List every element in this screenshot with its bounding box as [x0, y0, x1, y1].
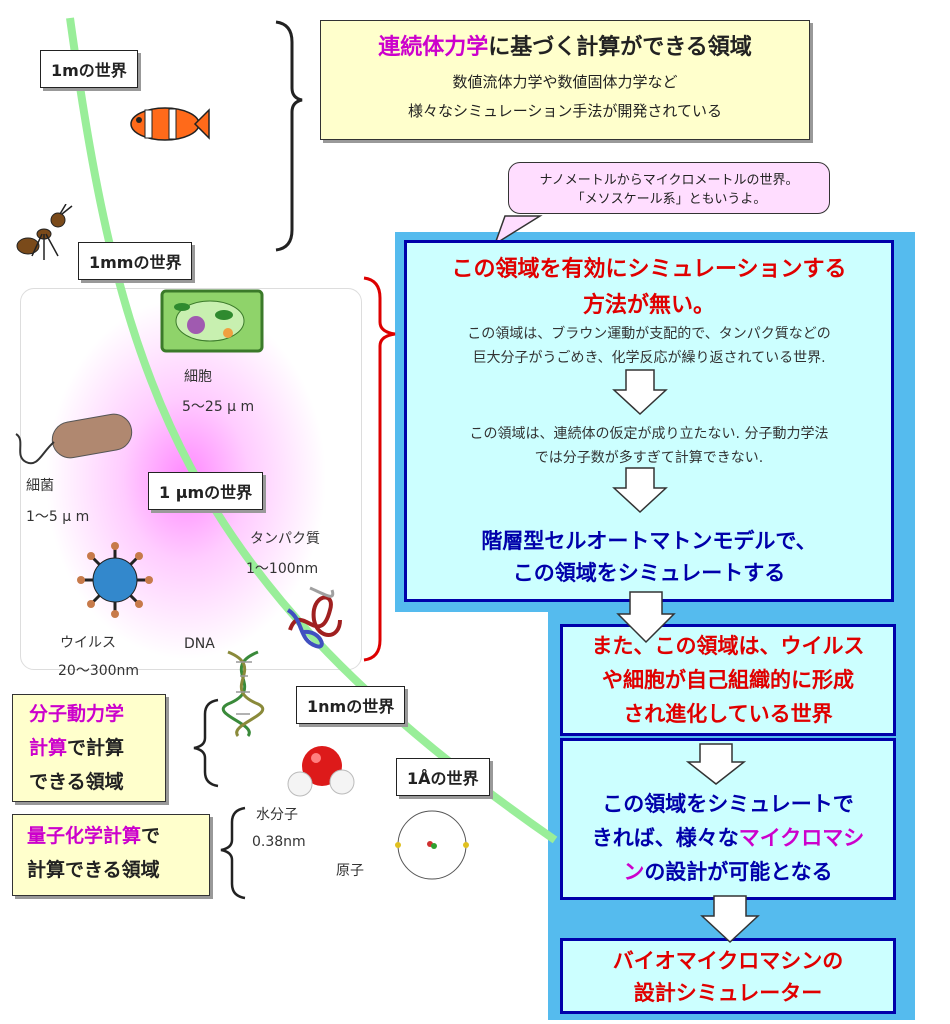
main-model-line2: この領域をシミュレートする — [512, 561, 786, 585]
cell-label: 細胞 — [184, 369, 212, 385]
protein-label: タンパク質 — [250, 531, 320, 547]
main-para2-line2: では分子数が多すぎて計算できない. — [534, 450, 764, 466]
brace-md — [193, 698, 219, 788]
main-heading-line2: 方法が無い。 — [582, 293, 715, 318]
protein-icon — [286, 586, 342, 649]
md-line2-highlight: 計算 — [29, 737, 68, 759]
qc-line1-highlight: 量子化学計算 — [27, 825, 142, 847]
md-line2: で計算 — [67, 737, 125, 759]
self-org-line2: や細胞が自己組織的に形成 — [602, 668, 854, 692]
continuum-line2: 様々なシミュレーション手法が開発されている — [408, 102, 722, 120]
brace-meso — [363, 276, 396, 662]
qc-line2: 計算できる領域 — [27, 859, 160, 881]
virus-icon — [77, 542, 153, 618]
self-org-box: また、この領域は、ウイルス や細胞が自己組織的に形成 され進化している世界 — [560, 624, 896, 736]
virus-label: ウイルス — [60, 635, 116, 651]
micro-line2-highlight: マイクロマシ — [738, 826, 865, 850]
final-line2: 設計シミュレーター — [633, 981, 823, 1005]
protein-size: 1〜100nm — [246, 561, 319, 577]
micro-line3-highlight: ン — [623, 860, 645, 884]
arrow-down-2-icon — [612, 467, 668, 514]
final-line1: バイオマイクロマシンの — [612, 949, 844, 973]
atom-label: 原子 — [336, 863, 364, 879]
brace-continuum — [275, 20, 303, 252]
arrow-down-3-icon — [616, 591, 676, 644]
qc-line1: で — [141, 825, 161, 847]
arrow-down-4-icon — [686, 743, 746, 785]
arrow-down-1-icon — [612, 369, 668, 416]
continuum-title-highlight: 連続体力学 — [378, 35, 489, 60]
clownfish-icon — [130, 107, 210, 141]
main-heading-line1: この領域を有効にシミュレーションする — [451, 257, 847, 282]
final-box: バイオマイクロマシンの 設計シミュレーター — [560, 938, 896, 1014]
continuum-box: 連続体力学に基づく計算ができる領域 数値流体力学や数値固体力学など 様々なシミュ… — [320, 20, 810, 140]
ant-icon — [16, 204, 73, 260]
scale-curve — [66, 17, 558, 844]
bacteria-icon — [15, 413, 133, 465]
dna-icon — [221, 650, 265, 737]
atom-icon — [395, 810, 469, 880]
main-model-line1: 階層型セルオートマトンモデルで、 — [481, 529, 817, 553]
scale-label-1angstrom: 1Åの世界 — [396, 758, 490, 796]
water-molecule-icon — [287, 746, 355, 797]
main-para1-line1: この領域は、ブラウン運動が支配的で、タンパク質などの — [467, 326, 831, 342]
water-size: 0.38nm — [252, 834, 306, 850]
main-box: この領域を有効にシミュレーションする 方法が無い。 この領域は、ブラウン運動が支… — [404, 240, 894, 602]
virus-size: 20〜300nm — [58, 663, 140, 679]
md-box: 分子動力学 計算で計算 できる領域 — [12, 694, 166, 802]
dna-label: DNA — [184, 636, 215, 652]
brace-qc — [220, 806, 246, 900]
continuum-title: に基づく計算ができる領域 — [488, 35, 752, 60]
speech-line2: 「メソスケール系」ともいうよ。 — [571, 192, 767, 207]
arrow-down-5-icon — [700, 895, 760, 944]
micro-line3: の設計が可能となる — [644, 860, 833, 884]
qc-box: 量子化学計算で 計算できる領域 — [12, 814, 210, 896]
speech-line1: ナノメートルからマイクロメートルの世界。 — [539, 173, 799, 188]
scale-label-1mm: 1mmの世界 — [78, 242, 193, 280]
micro-line2: きれば、様々な — [591, 826, 739, 850]
micro-line1: この領域をシミュレートで — [602, 792, 854, 816]
cell-size: 5〜25 μ m — [182, 399, 255, 415]
main-para2-line1: この領域は、連続体の仮定が成り立たない. 分子動力学法 — [469, 426, 829, 442]
continuum-line1: 数値流体力学や数値固体力学など — [452, 73, 678, 91]
main-para1-line2: 巨大分子がうごめき、化学反応が繰り返されている世界. — [472, 350, 826, 366]
bacteria-label: 細菌 — [26, 478, 54, 494]
scale-label-1m: 1mの世界 — [40, 50, 138, 88]
bacteria-size: 1〜5 μ m — [26, 509, 90, 525]
water-label: 水分子 — [256, 807, 298, 823]
speech-bubble: ナノメートルからマイクロメートルの世界。 「メソスケール系」ともいうよ。 — [508, 162, 830, 214]
scale-label-1um: 1 μmの世界 — [148, 472, 264, 510]
self-org-line3: され進化している世界 — [623, 702, 833, 726]
micromachine-box: この領域をシミュレートで きれば、様々なマイクロマシ ンの設計が可能となる — [560, 738, 896, 900]
md-line3: できる領域 — [29, 771, 124, 793]
self-org-line1: また、この領域は、ウイルス — [591, 634, 865, 658]
plant-cell-icon — [160, 289, 264, 353]
md-line1: 分子動力学 — [29, 703, 125, 725]
scale-label-1nm: 1nmの世界 — [296, 686, 406, 724]
